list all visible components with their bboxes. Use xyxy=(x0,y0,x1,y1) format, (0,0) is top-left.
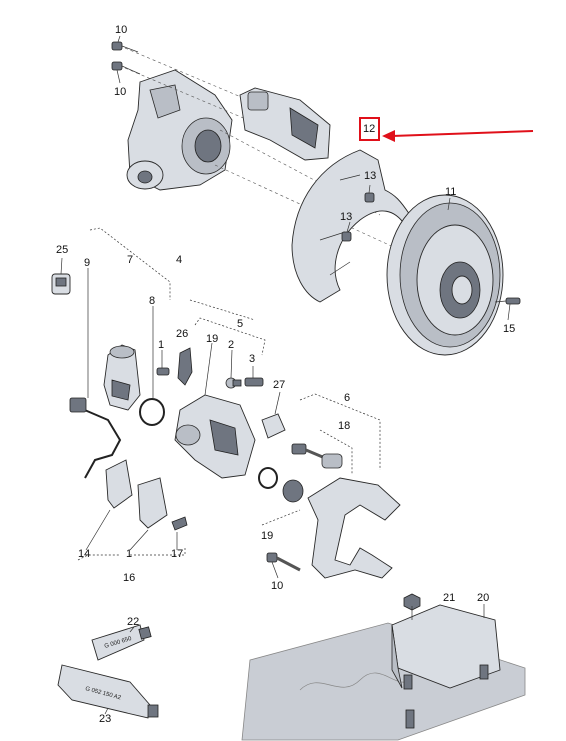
o-ring-8 xyxy=(139,398,165,426)
brake-caliper-19 xyxy=(174,394,256,479)
callout-13-a[interactable]: 13 xyxy=(364,170,377,182)
callout-6[interactable]: 6 xyxy=(344,392,351,404)
callout-16[interactable]: 16 xyxy=(123,572,136,584)
guide-bolt-18 xyxy=(291,443,343,469)
bolt-3 xyxy=(244,377,264,387)
callout-1-top[interactable]: 1 xyxy=(158,339,165,351)
callout-1-bottom[interactable]: 1 xyxy=(126,548,133,560)
callout-5[interactable]: 5 xyxy=(237,318,244,330)
callout-19-top[interactable]: 19 xyxy=(206,333,219,345)
callout-7[interactable]: 7 xyxy=(127,254,134,266)
guide-pin-27 xyxy=(261,413,286,439)
callout-22[interactable]: 22 xyxy=(127,616,140,628)
clip-26 xyxy=(177,347,193,386)
callout-23[interactable]: 23 xyxy=(99,713,112,725)
highlight-arrow xyxy=(382,130,534,142)
callout-25[interactable]: 25 xyxy=(56,244,69,256)
callout-13-b[interactable]: 13 xyxy=(340,211,353,223)
callout-8[interactable]: 8 xyxy=(149,295,156,307)
callout-10-top[interactable]: 10 xyxy=(115,24,128,36)
spring-clip-17 xyxy=(171,516,188,531)
nut-21 xyxy=(403,593,421,611)
callout-17[interactable]: 17 xyxy=(171,548,184,560)
connector-25 xyxy=(51,273,71,295)
callout-21[interactable]: 21 xyxy=(443,592,456,604)
callout-18[interactable]: 18 xyxy=(338,420,351,432)
brake-pad-14 xyxy=(105,459,133,509)
callout-2[interactable]: 2 xyxy=(228,339,235,351)
control-unit-20 xyxy=(391,604,501,690)
seal-19-b xyxy=(282,479,304,503)
grease-tube-22: G 000 650 xyxy=(91,624,152,661)
screw-15 xyxy=(494,297,521,305)
seal-19-a xyxy=(258,467,278,489)
brake-pad-1 xyxy=(137,477,168,529)
wheel-bearing-housing xyxy=(126,69,233,191)
bolt-10-bottom xyxy=(266,552,301,572)
highlight-box-12 xyxy=(359,117,380,141)
callout-15[interactable]: 15 xyxy=(503,323,516,335)
callout-10-second[interactable]: 10 xyxy=(114,86,127,98)
callout-3[interactable]: 3 xyxy=(249,353,256,365)
parking-brake-motor-7 xyxy=(103,344,141,411)
callout-10-bottom[interactable]: 10 xyxy=(271,580,284,592)
bleed-nipple-2 xyxy=(225,377,242,389)
caliper-upper xyxy=(239,87,331,161)
grease-tube-23: G 052 150 A2 xyxy=(57,664,159,719)
callout-27[interactable]: 27 xyxy=(273,379,286,391)
bolt-10-top xyxy=(111,41,139,53)
callout-20[interactable]: 20 xyxy=(477,592,490,604)
callout-14[interactable]: 14 xyxy=(78,548,91,560)
callout-19-bottom[interactable]: 19 xyxy=(261,530,274,542)
brake-disc-11 xyxy=(386,194,504,356)
bolt-1-top xyxy=(156,367,170,376)
splash-shield-12 xyxy=(291,149,411,303)
callout-9[interactable]: 9 xyxy=(84,257,91,269)
screw-13-a xyxy=(364,192,375,203)
wear-sensor-wire xyxy=(79,407,122,479)
callout-4[interactable]: 4 xyxy=(176,254,183,266)
callout-26[interactable]: 26 xyxy=(176,328,189,340)
stud-20 xyxy=(405,709,415,729)
bolt-10-second xyxy=(111,61,141,75)
callout-12[interactable]: 12 xyxy=(363,123,376,135)
brake-carrier-6 xyxy=(307,477,401,579)
callout-11[interactable]: 11 xyxy=(445,186,457,198)
screw-13-b xyxy=(341,231,352,242)
